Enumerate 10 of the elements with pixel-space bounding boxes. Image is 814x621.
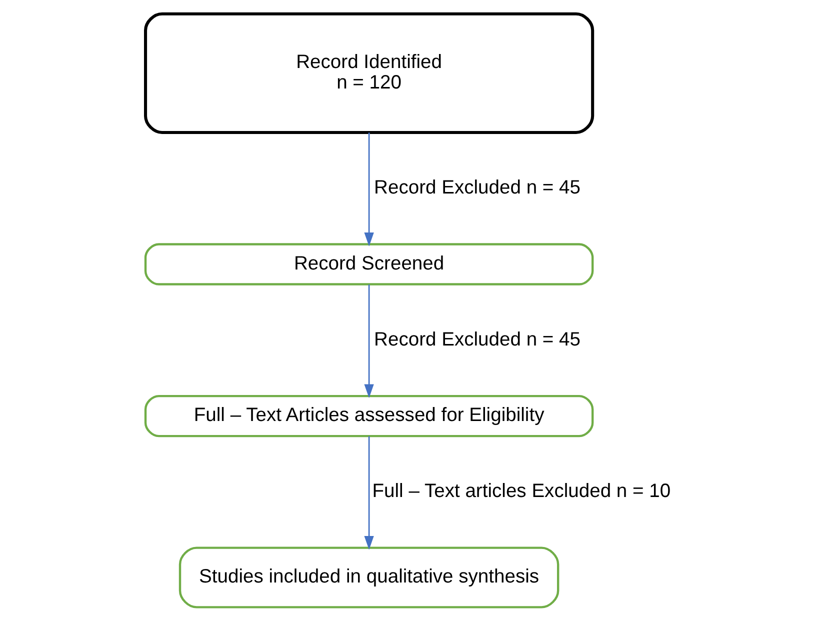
arrow [364, 284, 374, 398]
edge-label: Record Excluded n = 45 [374, 329, 581, 350]
arrow [364, 132, 374, 246]
node-box: Full – Text Articles assessed for Eligibility [144, 394, 594, 438]
node-box: Record Identified n = 120 [144, 12, 594, 134]
node-box: Studies included in qualitative synthesis [178, 546, 560, 608]
arrow [364, 436, 374, 550]
node-box: Record Screened [144, 243, 594, 286]
edge-label: Full – Text articles Excluded n = 10 [372, 481, 671, 502]
edge-label: Record Excluded n = 45 [374, 177, 581, 198]
